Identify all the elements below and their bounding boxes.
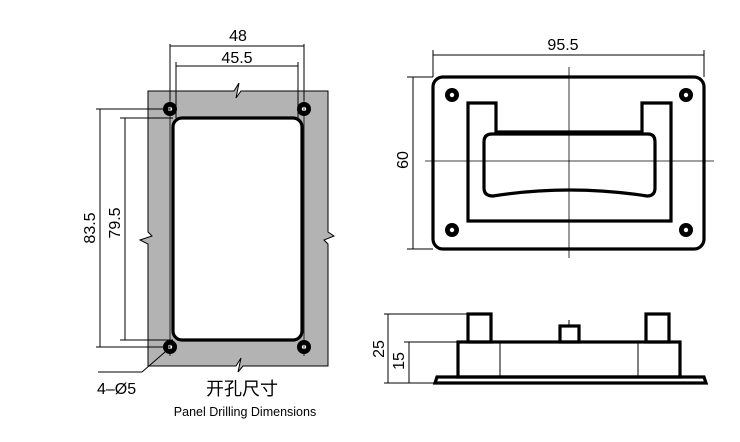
dimension-side-total-height: 25 [371, 313, 468, 384]
dim-top-width-label: 95.5 [547, 37, 578, 54]
top-hole-tl [445, 88, 459, 102]
dim-side-total-label: 25 [371, 340, 388, 358]
dim-inner-height-label: 79.5 [107, 207, 124, 238]
dimension-outer-width: 48 [169, 28, 305, 100]
dim-top-height-label: 60 [395, 151, 412, 169]
dimension-outer-height: 83.5 [82, 108, 170, 348]
panel-title-en: Panel Drilling Dimensions [174, 405, 316, 419]
hole-callout: 4–Ø5 [97, 351, 166, 398]
dimension-inner-height: 79.5 [107, 117, 173, 341]
panel-cutout-view: 48 45.5 83.5 79.5 4–Ø5 [82, 28, 336, 419]
dimension-inner-width: 45.5 [175, 50, 299, 118]
side-post-left [466, 312, 493, 344]
dimension-side-base-height: 15 [391, 341, 458, 383]
dimension-top-height: 60 [395, 76, 433, 250]
base-plate-outline [431, 75, 706, 251]
dim-outer-height-label: 83.5 [82, 212, 99, 243]
recess-outline [466, 101, 673, 223]
dim-outer-width-label: 48 [229, 28, 247, 45]
side-body [456, 340, 682, 379]
top-hole-tr [679, 88, 693, 102]
side-post-right [644, 312, 671, 344]
handle-side-view: 25 15 [371, 312, 709, 385]
handle-grip-outline [482, 132, 657, 198]
cutout-opening [171, 116, 304, 342]
top-hole-br [679, 223, 693, 237]
side-center-nut [558, 324, 581, 344]
panel-title-cn: 开孔尺寸 [206, 379, 278, 400]
dim-inner-width-label: 45.5 [221, 50, 252, 67]
dim-side-base-label: 15 [391, 352, 408, 370]
hole-callout-label: 4–Ø5 [97, 381, 136, 398]
dimension-top-width: 95.5 [432, 37, 705, 77]
top-hole-bl [445, 223, 459, 237]
handle-top-view: 95.5 60 [395, 37, 714, 258]
